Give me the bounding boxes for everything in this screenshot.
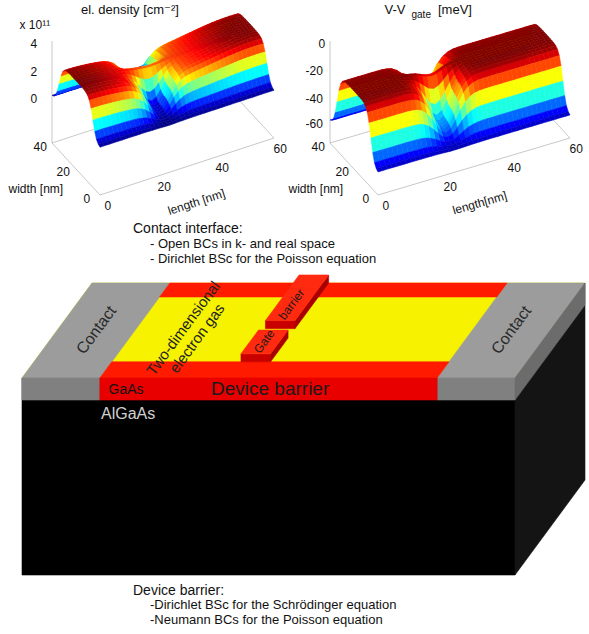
z-axis xyxy=(52,41,53,143)
surface-plot xyxy=(52,14,274,195)
surface-cell xyxy=(57,82,63,91)
surface-cell xyxy=(98,143,104,148)
z-axis xyxy=(330,41,331,143)
surface-cell xyxy=(95,130,101,139)
surface-cell xyxy=(93,119,99,132)
axis-box xyxy=(52,86,274,195)
surface-cell xyxy=(59,75,65,84)
axis-box xyxy=(330,86,570,195)
surface-cell xyxy=(89,99,95,109)
surface-cell xyxy=(337,89,344,101)
surface-cell xyxy=(91,107,97,120)
surface-plot xyxy=(330,24,570,195)
surface-cell xyxy=(335,100,342,112)
